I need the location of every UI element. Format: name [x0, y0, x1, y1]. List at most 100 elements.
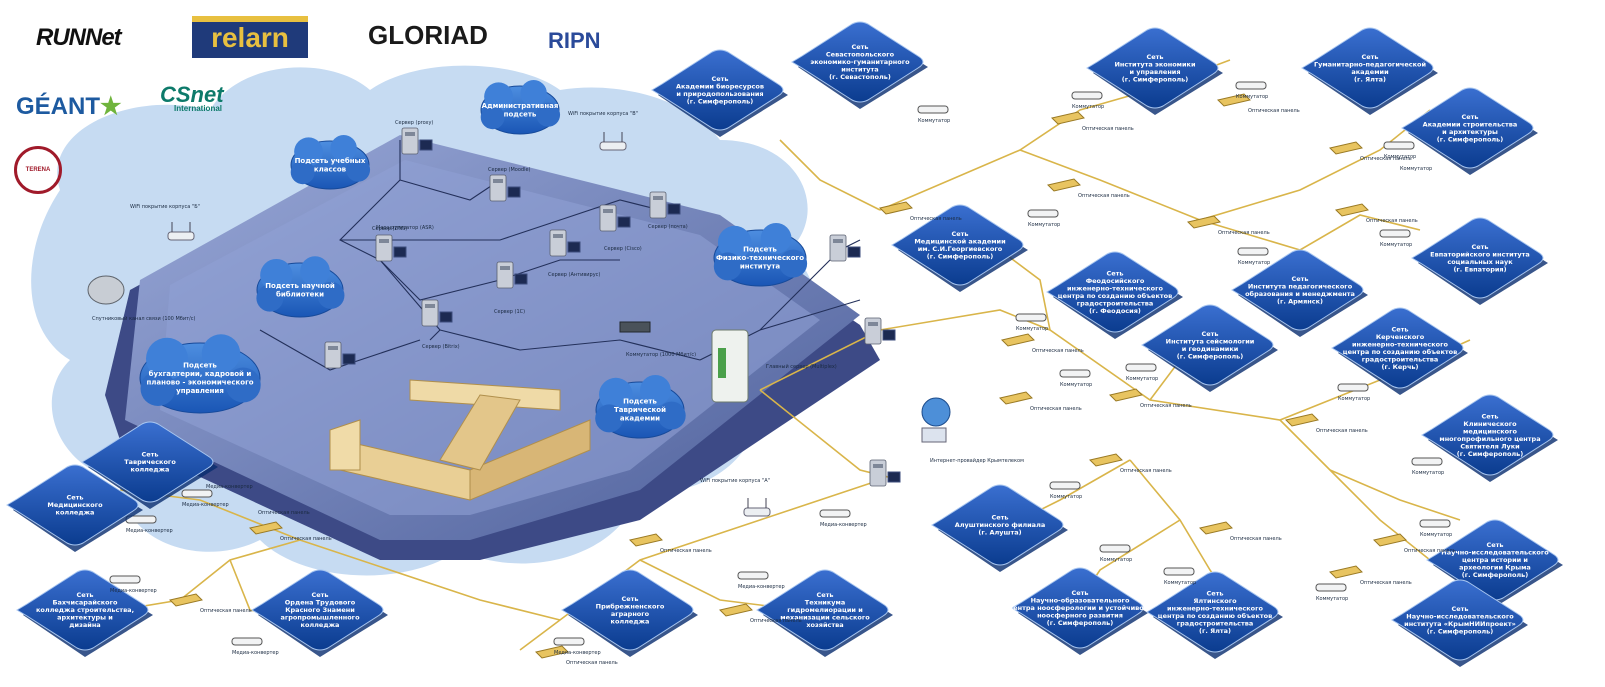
- media-converter-icon[interactable]: [1411, 457, 1443, 466]
- optical-panel-icon[interactable]: [169, 593, 203, 607]
- optical-panel-icon[interactable]: [1335, 203, 1369, 217]
- media-converter-icon[interactable]: [1125, 363, 1157, 372]
- network-node-label-line: Сеть: [951, 230, 968, 238]
- network-node-label-line: Техникума: [805, 599, 845, 607]
- server-icon[interactable]: [864, 317, 896, 345]
- media-converter-icon[interactable]: [1015, 313, 1047, 322]
- device-label-server-moodle: Сервер (Moodle): [488, 167, 531, 173]
- media-converter-icon[interactable]: [1315, 583, 1347, 592]
- server-icon[interactable]: [401, 127, 433, 155]
- optical-panel-icon[interactable]: [1329, 141, 1363, 155]
- optical-panel-icon[interactable]: [1051, 111, 1085, 125]
- network-node[interactable]: СетьГуманитарно-педагогическойакадемии(г…: [1301, 27, 1438, 115]
- optical-panel-icon[interactable]: [1285, 413, 1319, 427]
- network-node[interactable]: СетьСевастопольскогоэкономико-гуманитарн…: [791, 21, 928, 109]
- network-node-label-line: градостроительства: [1077, 299, 1154, 307]
- optical-panel-icon[interactable]: [1217, 93, 1251, 107]
- server-icon[interactable]: [496, 261, 528, 289]
- server-icon[interactable]: [421, 299, 453, 327]
- main-server-icon[interactable]: [711, 329, 749, 403]
- optical-panel-icon[interactable]: [1373, 533, 1407, 547]
- server-icon[interactable]: [829, 234, 861, 262]
- network-node[interactable]: СетьКерченскогоинженерно-техническогоцен…: [1331, 307, 1468, 395]
- optical-panel-icon[interactable]: [1089, 453, 1123, 467]
- media-converter-icon[interactable]: [553, 637, 585, 646]
- media-converter-icon[interactable]: [181, 489, 213, 498]
- media-converter-icon[interactable]: [1337, 383, 1369, 392]
- network-node-label-line: Сеть: [816, 591, 833, 599]
- network-link: [999, 249, 1051, 331]
- optical-panel-icon[interactable]: [1109, 388, 1143, 402]
- optical-panel-icon[interactable]: [1199, 521, 1233, 535]
- media-converter-icon[interactable]: [1237, 247, 1269, 256]
- server-icon[interactable]: [649, 191, 681, 219]
- media-converter-icon[interactable]: [917, 105, 949, 114]
- server-icon[interactable]: [869, 459, 901, 487]
- optical-panel-icon[interactable]: [1329, 565, 1363, 579]
- server-icon[interactable]: [324, 341, 356, 369]
- optical-panel-icon[interactable]: [999, 391, 1033, 405]
- media-converter-icon[interactable]: [1049, 481, 1081, 490]
- optical-panel-icon[interactable]: [1187, 215, 1221, 229]
- media-converter-icon[interactable]: [1059, 369, 1091, 378]
- optical-panel-icon[interactable]: [719, 603, 753, 617]
- optical-panel-icon[interactable]: [1001, 333, 1035, 347]
- wifi-access-point-icon[interactable]: [743, 498, 771, 517]
- media-converter-icon[interactable]: [1163, 567, 1195, 576]
- network-node-label-line: колледжа: [611, 617, 650, 625]
- optical-panel-icon[interactable]: [879, 201, 913, 215]
- optical-panel-icon[interactable]: [535, 645, 569, 659]
- network-node[interactable]: СетьФеодосийскогоинженерно-техническогоц…: [1046, 251, 1183, 339]
- media-converter-icon[interactable]: [737, 571, 769, 580]
- server-icon[interactable]: [489, 174, 521, 202]
- server-icon[interactable]: [375, 234, 407, 262]
- switch-icon[interactable]: [619, 321, 651, 333]
- media-converter-icon[interactable]: [231, 637, 263, 646]
- optical-panel-label: Оптическая панель: [1120, 468, 1172, 474]
- media-converter-icon[interactable]: [1379, 229, 1411, 238]
- optical-panel-icon[interactable]: [249, 521, 283, 535]
- media-converter-icon[interactable]: [1383, 141, 1415, 150]
- switch-label: Коммутатор: [1412, 470, 1444, 476]
- wifi-access-point-icon[interactable]: [167, 222, 195, 241]
- wifi-access-point-icon[interactable]: [599, 132, 627, 151]
- network-node[interactable]: СетьЯлтинскогоинженерно-техническогоцент…: [1146, 571, 1283, 659]
- media-converter-icon[interactable]: [109, 575, 141, 584]
- media-converter-icon[interactable]: [1071, 91, 1103, 100]
- network-node-label-line: (г. Симферополь): [1437, 135, 1504, 143]
- server-icon[interactable]: [599, 204, 631, 232]
- optical-panel-icon[interactable]: [1047, 178, 1081, 192]
- media-converter-icon[interactable]: [1099, 544, 1131, 553]
- media-converter-icon[interactable]: [1027, 209, 1059, 218]
- media-converter-icon[interactable]: [1419, 519, 1451, 528]
- media-converter-icon[interactable]: [819, 509, 851, 518]
- media-converter-icon[interactable]: [1235, 81, 1267, 90]
- network-node-label-line: Сеть: [76, 591, 93, 599]
- optical-panel-icon[interactable]: [629, 533, 663, 547]
- switch-label: Коммутатор: [1236, 94, 1268, 100]
- network-node[interactable]: СетьКлиническогомедицинскогомногопрофиль…: [1421, 394, 1558, 482]
- server-icon[interactable]: [549, 229, 581, 257]
